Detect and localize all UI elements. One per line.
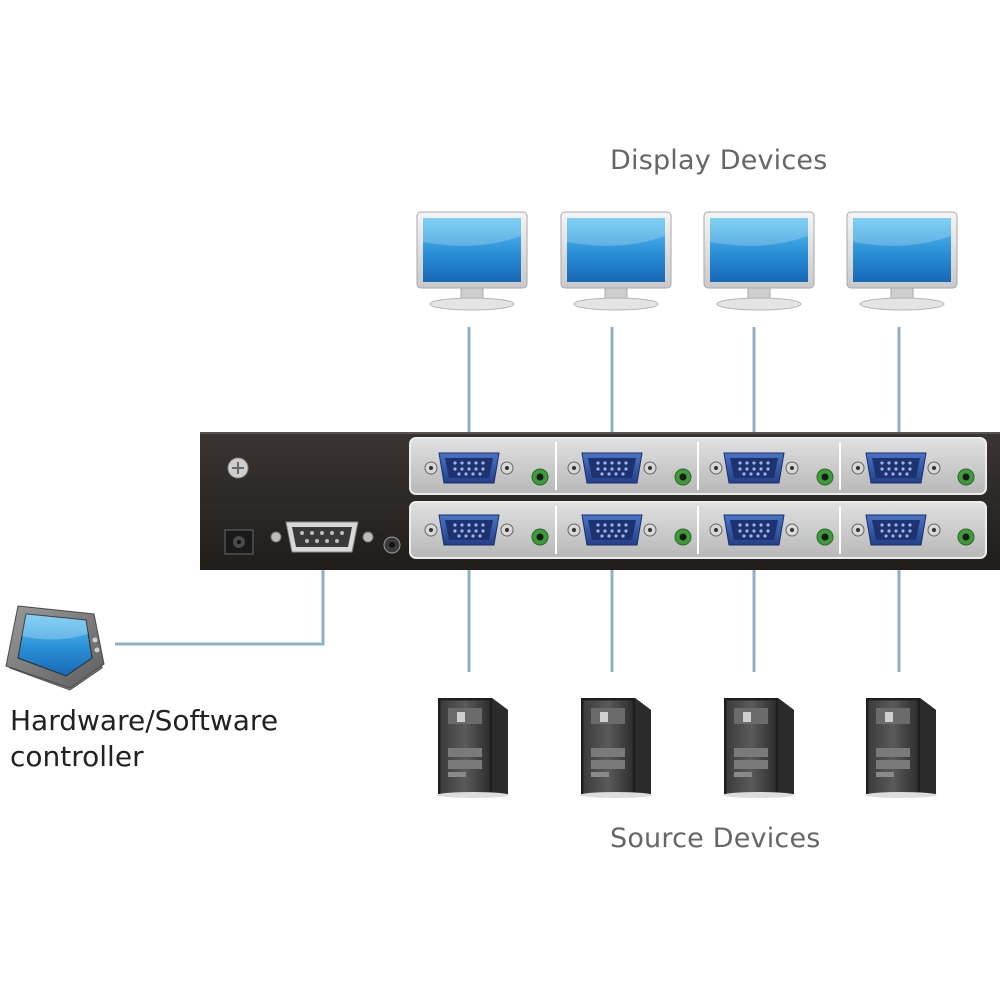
audio-output-jack-2-icon xyxy=(674,468,692,486)
vga-output-port-1-icon xyxy=(424,452,514,484)
vga-output-port-3-icon xyxy=(709,452,799,484)
display-monitor-4-icon xyxy=(846,211,958,311)
source-tower-pc-3-icon xyxy=(723,698,795,798)
controller-label: Hardware/Software controller xyxy=(10,703,290,775)
display-monitor-2-icon xyxy=(560,211,672,311)
vga-input-port-4-icon xyxy=(851,514,941,546)
controller-label-line-2: controller xyxy=(10,740,144,773)
audio-jack-icon xyxy=(383,536,401,554)
audio-input-jack-4-icon xyxy=(957,528,975,546)
vga-input-port-1-icon xyxy=(424,514,514,546)
audio-input-jack-3-icon xyxy=(816,528,834,546)
controller-label-line-1: Hardware/Software xyxy=(10,704,279,737)
vga-input-port-2-icon xyxy=(567,514,657,546)
audio-output-jack-3-icon xyxy=(816,468,834,486)
source-tower-pc-1-icon xyxy=(437,698,509,798)
display-monitor-3-icon xyxy=(703,211,815,311)
vga-input-port-3-icon xyxy=(709,514,799,546)
vga-output-port-4-icon xyxy=(851,452,941,484)
audio-input-jack-2-icon xyxy=(674,528,692,546)
audio-output-jack-4-icon xyxy=(957,468,975,486)
rs232-serial-port-icon xyxy=(270,521,374,553)
source-tower-pc-4-icon xyxy=(865,698,937,798)
cable-controller xyxy=(115,560,325,646)
input-port-panel xyxy=(409,501,987,559)
output-port-panel xyxy=(409,437,987,495)
display-monitor-1-icon xyxy=(416,211,528,311)
audio-output-jack-1-icon xyxy=(531,468,549,486)
power-jack-icon xyxy=(224,529,254,555)
source-devices-label: Source Devices xyxy=(610,823,821,854)
ground-screw-icon xyxy=(227,457,249,479)
source-tower-pc-2-icon xyxy=(580,698,652,798)
display-devices-label: Display Devices xyxy=(610,145,828,176)
vga-output-port-2-icon xyxy=(567,452,657,484)
touch-panel-controller-icon xyxy=(5,605,105,691)
vga-matrix-switch xyxy=(200,432,1000,570)
audio-input-jack-1-icon xyxy=(531,528,549,546)
